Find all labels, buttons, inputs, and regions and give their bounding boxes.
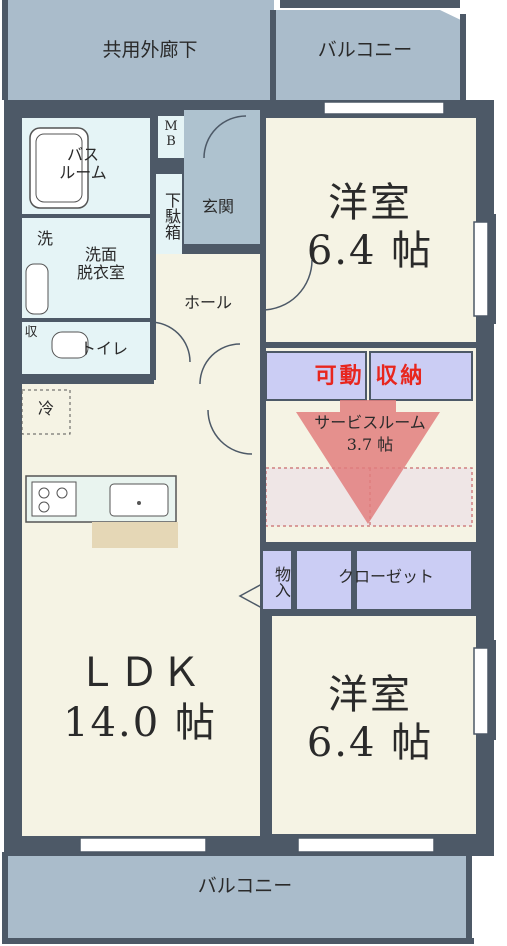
bathtub-icon: [29, 127, 89, 209]
closet-left: [295, 549, 353, 611]
label-ldk-size: 14.0 帖: [63, 700, 217, 746]
label-western2-size: 6.4 帖: [306, 720, 434, 766]
mb-closet: [158, 116, 184, 158]
label-storage-small: 収: [24, 325, 38, 340]
washbasin-icon: [25, 263, 49, 315]
label-service-room-name: サービスルーム: [314, 413, 426, 432]
hall-floor: [154, 254, 260, 384]
movable-storage-right: [369, 351, 473, 401]
shoe-box: [154, 174, 182, 254]
storage-small: [22, 322, 40, 374]
balcony-top: [276, 10, 465, 100]
label-ldk-name: ＬＤＫ: [77, 650, 203, 696]
label-washer: 洗: [36, 229, 53, 248]
fridge-space: [21, 389, 71, 435]
western1-floor: [264, 118, 476, 344]
label-hall: ホール: [183, 293, 232, 312]
label-fridge: 冷: [37, 399, 54, 418]
label-mb: M B: [164, 119, 178, 149]
label-balcony-bottom: バルコニー: [197, 875, 293, 897]
balcony-bottom: [6, 852, 470, 940]
stove-icon: [31, 481, 77, 517]
toilet-icon: [51, 331, 89, 359]
label-western1-size: 6.4 帖: [306, 228, 434, 274]
closet-right: [355, 549, 473, 611]
sink-icon: [109, 483, 169, 517]
label-western2-name: 洋室: [328, 672, 412, 718]
label-genkan: 玄関: [201, 197, 234, 216]
western2-floor: [272, 614, 476, 834]
label-closet: クローゼット: [337, 567, 434, 586]
label-movable-storage: 可動 収納: [314, 364, 426, 389]
label-western1-name: 洋室: [328, 180, 412, 226]
common-corridor: [2, 0, 274, 100]
ldk-floor: [22, 384, 260, 836]
label-balcony-top: バルコニー: [317, 39, 413, 61]
label-storage-in: 物入: [272, 566, 291, 598]
label-toilet: トイレ: [79, 339, 128, 358]
label-bath: バス ルーム: [59, 145, 107, 183]
movable-arrow-icon: [296, 400, 440, 524]
label-service-room-size: 3.7 帖: [346, 435, 394, 454]
label-common-corridor: 共用外廊下: [102, 39, 198, 61]
label-shoe-box: 下駄箱: [162, 192, 181, 240]
label-washroom: 洗面 脱衣室: [76, 245, 125, 283]
genkan-floor: [184, 110, 260, 244]
